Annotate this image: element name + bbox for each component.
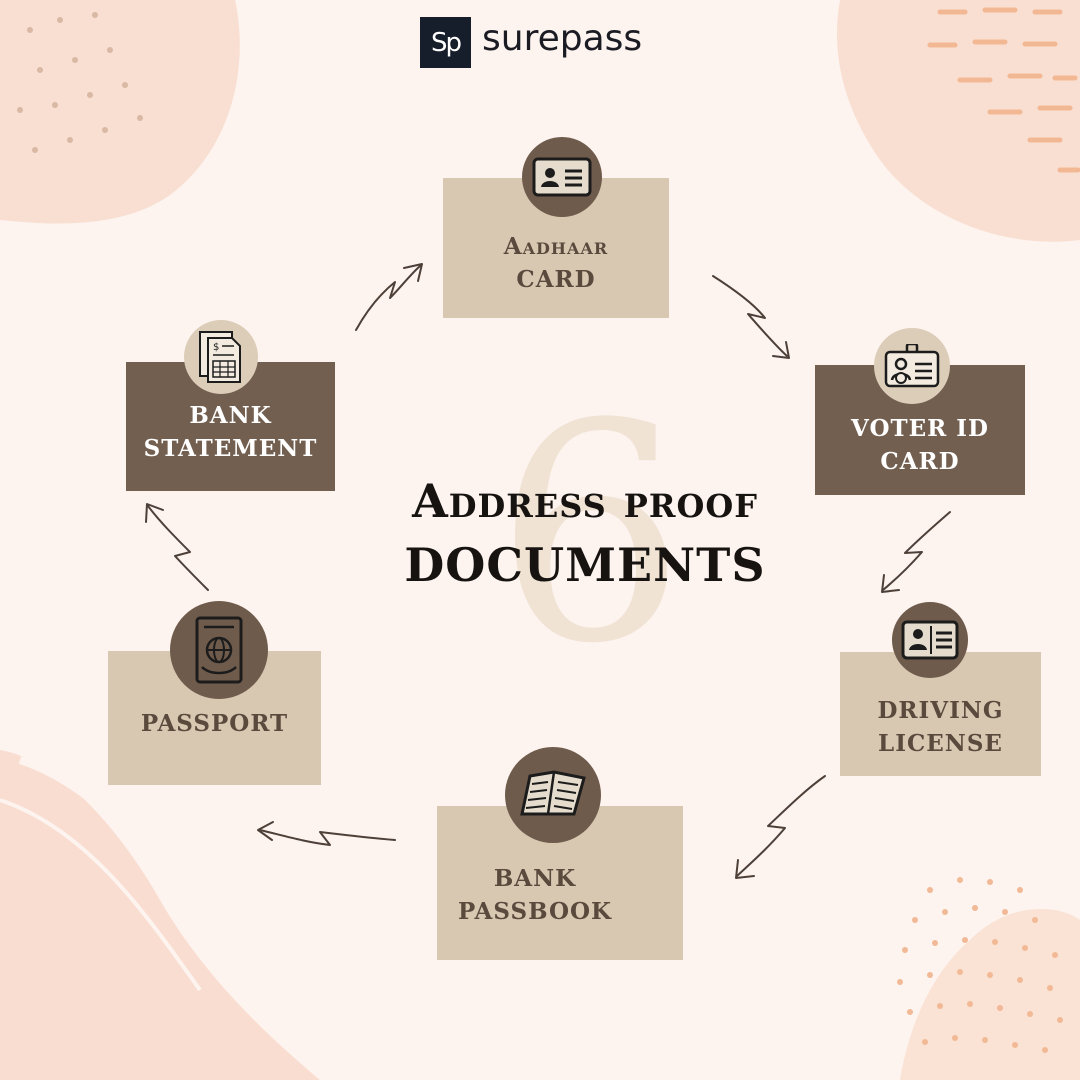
license-card-icon xyxy=(892,602,968,678)
statement-label-line2: Statement xyxy=(143,434,318,462)
aadhaar-label-line2: Card xyxy=(516,266,596,293)
arrow-passbook-to-passport xyxy=(257,821,396,846)
arrow-voter-to-driving xyxy=(881,511,951,593)
surepass-logo-mark: Sp xyxy=(420,17,471,68)
driving-label-line2: License xyxy=(878,729,1003,757)
voter-badge-icon xyxy=(874,328,950,404)
bank-statement-box: Bank Statement xyxy=(126,362,335,491)
surepass-logo-text: surepass xyxy=(482,18,643,59)
title-line-2: documents xyxy=(404,538,766,592)
passbook-icon xyxy=(505,747,601,843)
voter-label-line2: Card xyxy=(880,448,960,475)
passport-label-line1: Passport xyxy=(140,709,289,737)
voter-label-line1: Voter ID xyxy=(851,415,989,442)
statement-label-line1: Bank xyxy=(189,401,272,429)
passbook-label-line2: Passbook xyxy=(457,898,613,925)
passbook-label-line1: Bank xyxy=(493,865,577,892)
arrow-statement-to-aadhaar xyxy=(355,263,423,331)
svg-text:$: $ xyxy=(213,342,219,353)
big-number-six: 6 xyxy=(495,360,686,709)
passport-icon xyxy=(170,601,268,699)
arrow-passport-to-statement xyxy=(145,503,209,591)
id-card-icon xyxy=(522,137,602,217)
title-line-1: Address proof xyxy=(412,474,758,528)
arrow-driving-to-passbook xyxy=(735,775,826,879)
driving-label-line1: Driving xyxy=(877,696,1004,724)
arrow-aadhaar-to-voter xyxy=(712,275,790,359)
aadhaar-label-line1: Aadhaar xyxy=(503,233,609,260)
statement-icon: $ xyxy=(184,320,258,394)
